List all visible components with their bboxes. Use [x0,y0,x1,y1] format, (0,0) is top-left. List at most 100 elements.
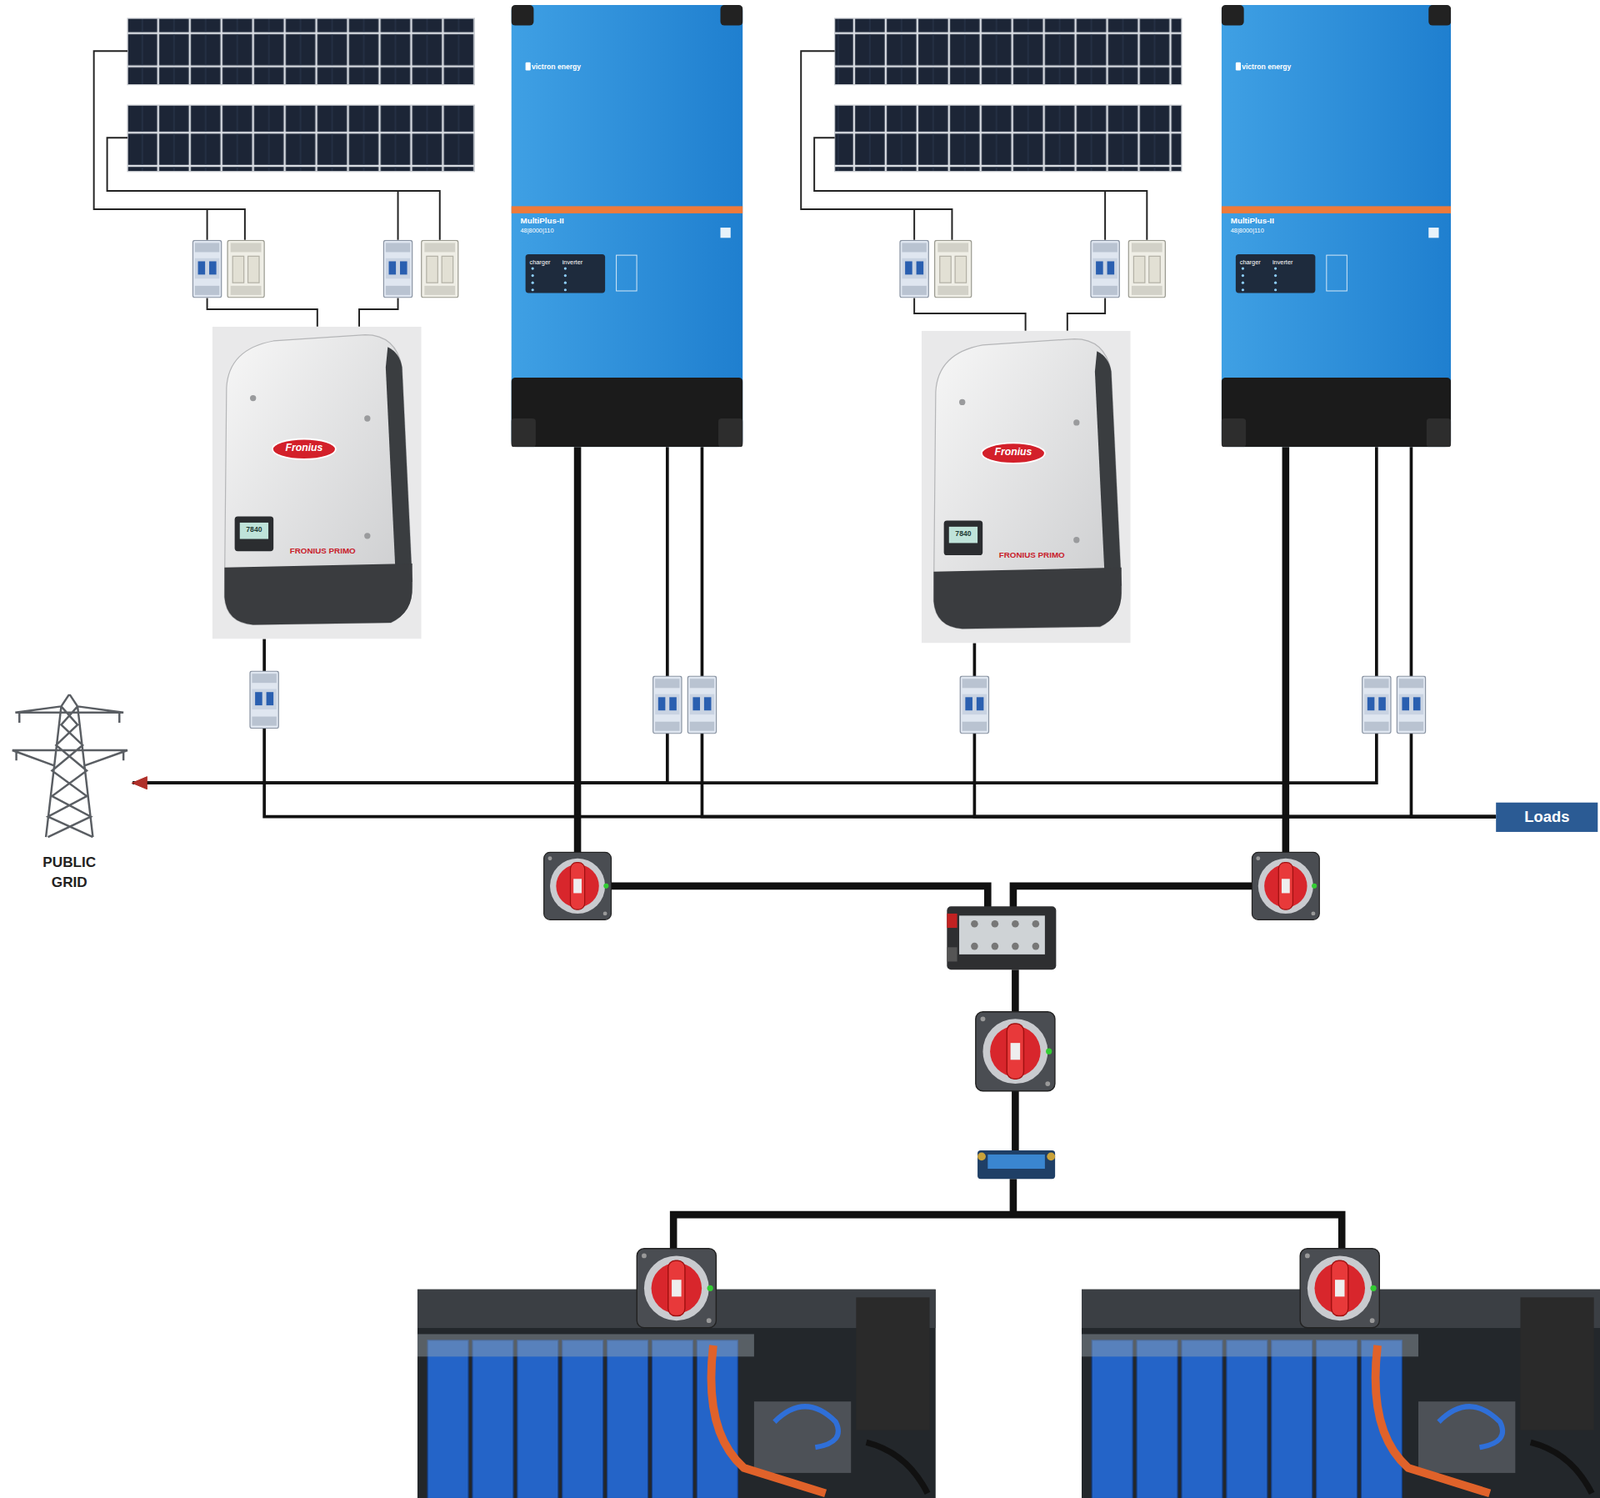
logo-oval [981,442,1045,463]
display-value: 7840 [950,530,977,539]
corner-cap [510,5,534,25]
screw [959,399,965,405]
busbar-cap [946,913,957,928]
accent-stripe [510,205,743,214]
status-heading: charger [1240,259,1271,266]
inverter-base [510,377,743,447]
public-grid: PUBLIC GRID [5,694,133,894]
qr-code [1428,227,1439,238]
solar-panel [127,105,475,172]
model-rating: 48|8000|110 [1230,227,1323,235]
screw [364,532,370,539]
busbar-bolt [970,920,979,928]
status-panel [525,254,606,294]
pv-inverter: Fronius7840FRONIUS PRIMO [212,326,422,640]
brand-mark [1235,62,1241,71]
photo-background [212,326,422,640]
corner-cap [510,418,535,447]
model-name: FRONIUS PRIMO [999,550,1091,560]
pv-inverter: Fronius 7840FRONIUS PRIMO [921,330,1131,644]
brand-logo: Fronius [273,441,335,454]
battery-switch [1251,851,1320,920]
dc-breaker [192,240,221,298]
wiring-label [1326,255,1347,291]
status-led [564,288,567,291]
inverter-body [510,5,743,447]
brand-logo: Fronius [982,445,1044,458]
surge-protector [935,240,972,298]
dc-breaker [383,240,412,298]
inverter-body [933,339,1121,630]
pv-inverter-outline [212,326,422,640]
ac-wire [1410,446,1496,816]
solar-panel [835,18,1182,85]
inverter-body [1221,5,1452,447]
display-frame [944,520,984,555]
loads-fill [1495,801,1598,832]
status-led [1241,288,1245,291]
status-led [1241,266,1245,270]
screw [364,415,370,421]
ac-wire [264,639,1496,817]
status-led [531,274,535,277]
busbar-bolt [1032,920,1040,928]
inverter-charger-outline [1221,5,1452,447]
brand-mark [525,62,531,71]
model-rating: 48|8000|110 [520,227,612,235]
accent-stripe [1221,205,1452,214]
model-name: FRONIUS PRIMO [290,545,382,555]
qr-code [720,227,730,238]
status-led [564,281,567,285]
status-heading: inverter [1272,259,1308,266]
busbar-bolt [1011,920,1020,928]
dc-breaker [900,240,929,298]
logo-oval [272,439,336,460]
surge-protector [1128,240,1165,298]
corner-cap [718,418,743,447]
model-name: MultiPlus-II [520,216,612,226]
display-screen [240,522,269,540]
brand-name: victron energy [1241,63,1334,72]
side-edge [1095,350,1122,586]
side-edge [385,346,413,582]
inverter-charger: victron energyMultiPlus-II48|8000|110 cha… [1221,5,1452,447]
inverter-charger: victron energyMultiPlus-II48|8000|110cha… [510,5,743,447]
corner-cap [1221,5,1245,25]
battery-switch [544,851,612,920]
display-screen [949,526,978,544]
inverter-body [224,335,412,625]
status-led [1241,274,1245,277]
status-led [531,281,535,285]
corner-cap [1426,418,1451,447]
wiring-label [616,255,637,291]
inverter-base [224,563,412,625]
busbar-base [946,905,1056,970]
status-led [531,266,535,270]
shunt-body [977,1150,1055,1179]
status-panel [1235,254,1316,294]
screw [250,395,256,401]
busbar-bolt [991,942,1000,950]
status-led [1274,281,1277,285]
screw [1073,536,1080,543]
ac-breaker [960,675,989,734]
corner-cap [1428,5,1451,25]
status-led [1274,266,1277,270]
screw [1073,419,1080,425]
busbar-bolt [970,942,979,950]
dc-breaker [1090,240,1120,298]
pv-inverter-outline [921,330,1131,644]
inverter-base [933,567,1121,629]
status-led [1274,274,1277,277]
corner-cap [720,5,743,25]
loads-label: Loads [1495,807,1598,825]
ac-breaker [687,675,716,734]
grid-label: PUBLIC GRID [35,851,104,892]
shunt-bolt [1046,1151,1055,1160]
ac-breaker [653,675,682,734]
model-name: MultiPlus-II [1230,216,1323,226]
loads-box: Loads [1495,801,1598,832]
busbar-plate [959,915,1045,955]
